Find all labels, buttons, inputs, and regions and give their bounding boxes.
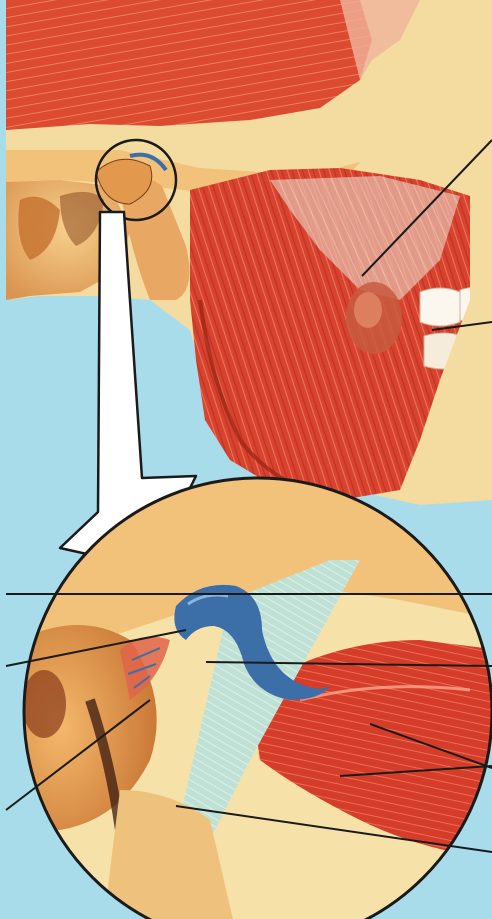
condyle-shadow: [22, 670, 66, 738]
nodule-highlight: [354, 292, 382, 328]
